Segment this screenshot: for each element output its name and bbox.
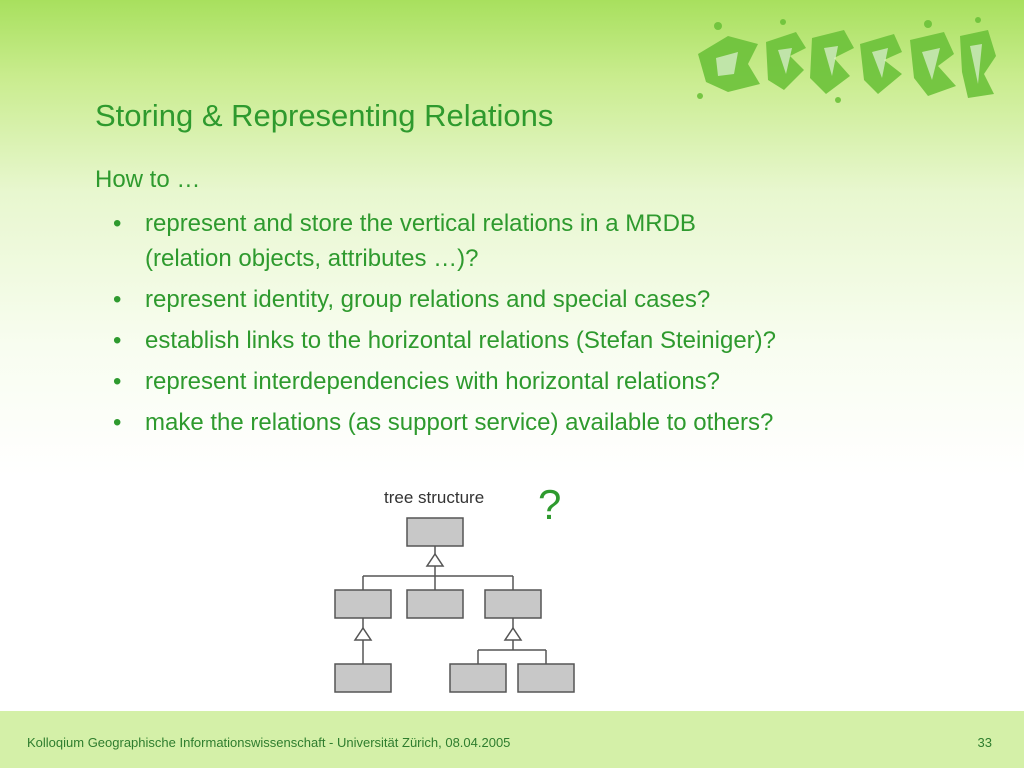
tree-connectors	[362, 546, 547, 664]
bullet-dot: •	[113, 368, 122, 395]
bullet-item: • represent interdependencies with horiz…	[113, 364, 953, 399]
bullet-text: represent identity, group relations and …	[145, 286, 711, 313]
bullet-text-continuation: (relation objects, attributes …)?	[145, 245, 479, 272]
bullet-text: represent and store the vertical relatio…	[145, 210, 696, 237]
diagram-caption: tree structure	[384, 488, 485, 507]
tree-level1-node	[484, 589, 542, 619]
slide-title: Storing & Representing Relations	[95, 98, 554, 133]
tree-level1-node	[334, 589, 392, 619]
bullet-text: establish links to the horizontal relati…	[145, 327, 777, 354]
inheritance-arrow-icon	[425, 552, 445, 567]
bullet-dot: •	[113, 286, 122, 313]
bullet-dot: •	[113, 210, 122, 237]
bullet-item: • represent and store the vertical relat…	[113, 206, 953, 276]
bullet-dot: •	[113, 327, 122, 354]
bullet-item: • represent identity, group relations an…	[113, 282, 953, 317]
bullet-item: • establish links to the horizontal rela…	[113, 323, 953, 358]
bullet-text: represent interdependencies with horizon…	[145, 368, 721, 395]
bullet-text: make the relations (as support service) …	[145, 409, 774, 436]
tree-level2-node	[517, 663, 575, 693]
inheritance-arrow-icon	[503, 626, 523, 641]
tree-diagram	[334, 517, 575, 693]
tree-level1-node	[406, 589, 464, 619]
bullet-list: • represent and store the vertical relat…	[113, 206, 953, 446]
inheritance-arrow-icon	[353, 626, 373, 641]
bullet-item: • make the relations (as support service…	[113, 405, 953, 440]
footer-bar	[0, 711, 1024, 768]
tree-level2-node	[449, 663, 507, 693]
question-mark: ?	[538, 481, 562, 528]
tree-root-node	[406, 517, 464, 547]
tree-level2-node	[334, 663, 392, 693]
page-number: 33	[977, 735, 992, 750]
slide-intro: How to …	[95, 166, 201, 193]
project-logo	[697, 17, 996, 103]
footer-text: Kolloqium Geographische Informationswiss…	[27, 735, 511, 750]
bullet-dot: •	[113, 409, 122, 436]
